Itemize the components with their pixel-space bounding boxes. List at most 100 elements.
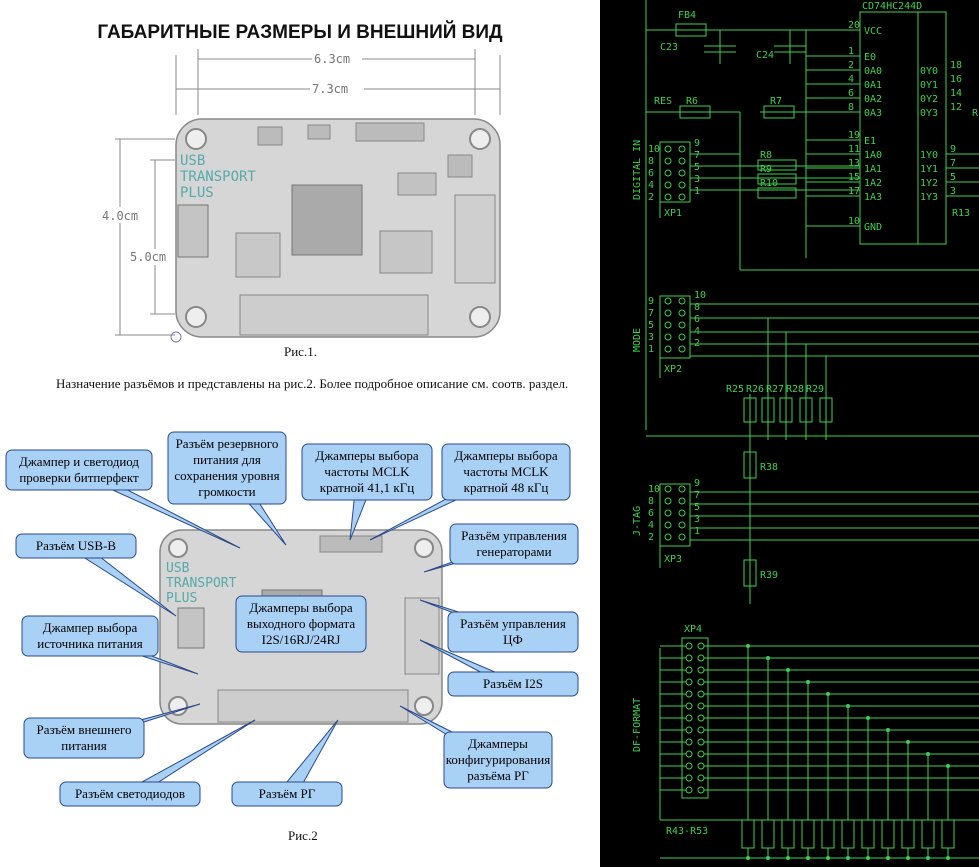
chip-pin-left-17: 17: [848, 186, 860, 197]
callout-9-line-1: Разъём управления: [460, 616, 566, 631]
callout-13-line-1: Разъём светодиодов: [75, 786, 185, 801]
callout-1-line-1: Джампер и светодиод: [19, 454, 139, 469]
r38-label: R38: [760, 462, 778, 473]
document-page: ГАБАРИТНЫЕ РАЗМЕРЫ И ВНЕШНИЙ ВИД 6.3cm 7…: [5, 22, 579, 843]
callout-8-line-1: Джампер выбора: [43, 620, 138, 635]
callout-2-line-3: сохранения уровня: [174, 468, 279, 483]
chip-pin-right-7: 7: [950, 158, 956, 169]
callout-11-line-1: Разъём внешнего: [37, 722, 132, 737]
xp2-label: XP2: [664, 364, 682, 375]
chip-pinname-right-1: 0Y0: [920, 66, 938, 77]
chip-pin-right-18: 18: [950, 60, 962, 71]
conn-XP3-pin-1: 1: [694, 526, 700, 537]
callout-5-line-1: Разъём USB-B: [36, 538, 117, 553]
dim-width-inner: 6.3cm: [314, 52, 350, 66]
conn-XP3-pin-5: 5: [694, 502, 700, 513]
pcb-board: USB TRANSPORT PLUS: [170, 118, 501, 343]
conn-XP2-pin-5: 5: [648, 320, 654, 331]
chip-pinname-left-4: 0A1: [864, 80, 882, 91]
conn-XP3-pin-2: 2: [648, 532, 654, 543]
dim-height-outer: 5.0cm: [130, 250, 166, 264]
dim-height-inner: 4.0cm: [102, 209, 138, 223]
chip-pinname-left-9: 1A1: [864, 164, 882, 175]
callout-3-line-2: частоты MCLK: [324, 464, 410, 479]
intro-paragraph: Назначение разъёмов и представлены на ри…: [56, 376, 569, 391]
r6-label: R6: [686, 96, 698, 107]
chip-pin-left-2: 2: [848, 60, 854, 71]
callout-2-line-2: питания для: [193, 452, 261, 467]
chip-pin-right-14: 14: [950, 88, 962, 99]
chip-pinname-left-1: VCC: [864, 26, 882, 37]
r10-label: R10: [760, 178, 778, 189]
cap-c23-label: C23: [660, 42, 678, 53]
chip-pin-left-8: 8: [848, 102, 854, 113]
r39-label: R39: [760, 570, 778, 581]
conn-XP2-pin-10: 10: [694, 290, 706, 301]
conn-XP2-pin-6: 6: [694, 314, 700, 325]
conn-XP3-pin-4: 4: [648, 520, 654, 531]
figure-2-caption: Рис.2: [288, 828, 318, 843]
callout-3-line-1: Джамперы выбора: [315, 448, 419, 463]
xp1-label: XP1: [664, 208, 682, 219]
conn-XP2-pin-1: 1: [648, 344, 654, 355]
chip-pinname-left-5: 0A2: [864, 94, 882, 105]
chip-pin-left-4: 4: [848, 74, 854, 85]
r13-label: R13: [952, 208, 970, 219]
chip-pin-right-5: 5: [950, 172, 956, 183]
callout-10-line-1: Разъём I2S: [483, 676, 543, 691]
callout-10: Разъём I2S: [419, 639, 579, 697]
callout-4-line-3: кратной 48 кГц: [464, 480, 549, 495]
dim-width-outer: 7.3cm: [312, 82, 348, 96]
connector-label-df-format: DF-FORMAT: [632, 698, 643, 752]
page-heading: ГАБАРИТНЫЕ РАЗМЕРЫ И ВНЕШНИЙ ВИД: [97, 22, 503, 43]
conn-XP3-pin-6: 6: [648, 508, 654, 519]
callout-14-line-1: Разъём РГ: [259, 786, 316, 801]
chip-pin-right-3: 3: [950, 186, 956, 197]
callout-2-line-1: Разъём резервного: [176, 436, 279, 451]
callout-4-line-2: частоты MCLK: [463, 464, 549, 479]
callout-14: Разъём РГ: [231, 719, 343, 807]
chip-pin-right-9: 9: [950, 144, 956, 155]
board2-label-line-3: PLUS: [166, 591, 197, 606]
callout-2-line-4: громкости: [198, 484, 255, 499]
conn-XP3-pin-10: 10: [648, 484, 660, 495]
chip-pin-left-13: 13: [848, 158, 860, 169]
callout-3-line-3: кратной 41,1 кГц: [320, 480, 414, 495]
board-label-line-2: TRANSPORT: [180, 169, 256, 185]
xp3-label: XP3: [664, 554, 682, 565]
r28-label: R28: [786, 384, 804, 395]
chip-pinname-right-5: 1Y0: [920, 150, 938, 161]
conn-XP3-pin-8: 8: [648, 496, 654, 507]
conn-XP1-pin-3: 3: [694, 174, 700, 185]
conn-XP1-pin-2: 2: [648, 192, 654, 203]
r7-label: R7: [770, 96, 782, 107]
chip-pinname-left-2: E0: [864, 52, 876, 63]
callout-5: Разъём USB-B: [15, 533, 177, 617]
callout-12-line-1: Джамперы: [468, 736, 528, 751]
conn-XP2-pin-4: 4: [694, 326, 700, 337]
figure-1-board-dimensions: 6.3cm 7.3cm 4.0cm 5.0cm USB TRANSPORT: [100, 49, 501, 343]
chip-pinname-right-4: 0Y3: [920, 108, 938, 119]
chip-pin-left-10: 10: [848, 216, 860, 227]
conn-XP1-pin-1: 1: [694, 186, 700, 197]
fuse-label: FB4: [678, 10, 696, 21]
res-label: RES: [654, 96, 672, 107]
conn-XP1-pin-5: 5: [694, 162, 700, 173]
callout-4-line-1: Джамперы выбора: [454, 448, 558, 463]
chip-pinname-right-8: 1Y3: [920, 192, 938, 203]
chip-pinname-left-8: 1A0: [864, 150, 882, 161]
r26-label: R26: [746, 384, 764, 395]
r25-label: R25: [726, 384, 744, 395]
chip-pin-left-1: 1: [848, 46, 854, 57]
schematic-panel: FB4 C23 C24 CD74HC244D RES R6 R7 R8 R9 R…: [600, 0, 979, 867]
callout-12-line-2: конфигурирования: [446, 752, 550, 767]
callout-7-line-3: I2S/16RJ/24RJ: [262, 632, 341, 647]
chip-pinname-left-10: 1A2: [864, 178, 882, 189]
xp4-label: XP4: [684, 624, 702, 635]
